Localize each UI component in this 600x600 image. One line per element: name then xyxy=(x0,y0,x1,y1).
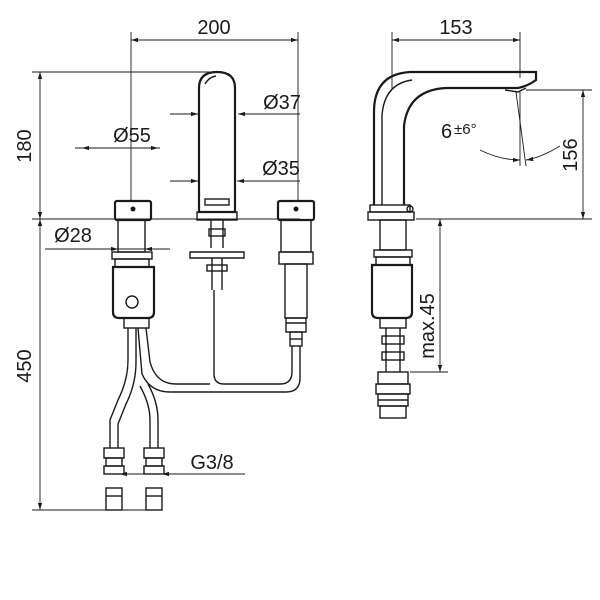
front-view: 200 180 450 Ø55 Ø28 Ø37 xyxy=(14,17,316,511)
height-above-label: 180 xyxy=(14,129,36,162)
body-diameter-label: Ø35 xyxy=(262,158,300,180)
dimension-body-diameter: Ø35 xyxy=(170,158,300,184)
dimension-spout-height: 156 xyxy=(560,90,586,219)
right-handle xyxy=(276,199,316,347)
front-extension-lines xyxy=(32,32,300,511)
dimension-spout-diameter: Ø37 xyxy=(170,92,301,117)
connection-thread-label: G3/8 xyxy=(190,452,233,474)
front-hoses xyxy=(109,290,301,448)
top-width-label: 200 xyxy=(197,17,230,39)
side-spout xyxy=(367,70,538,221)
dimension-tilt-angle: 6 ±6° xyxy=(441,91,561,167)
side-projection-label: 153 xyxy=(439,17,472,39)
dimension-hose-length: 450 xyxy=(14,219,43,510)
dimension-handle-diameter: Ø55 xyxy=(82,125,158,151)
dimension-connection-thread: G3/8 xyxy=(118,452,245,477)
dimension-height-above: 180 xyxy=(14,72,43,219)
dimension-shank-diameter: Ø28 xyxy=(45,225,170,252)
spout-height-label: 156 xyxy=(560,138,582,171)
handle-diameter-label: Ø55 xyxy=(113,125,151,147)
tilt-angle-tolerance: ±6° xyxy=(454,121,477,138)
dimension-side-projection: 153 xyxy=(392,17,520,43)
max-deck-label: max.45 xyxy=(417,293,439,359)
left-handle xyxy=(111,199,156,329)
side-view: 153 156 max.45 6 ±6° xyxy=(367,17,592,419)
side-body xyxy=(370,219,414,419)
tilt-angle-value: 6 xyxy=(441,121,452,143)
shank-diameter-label: Ø28 xyxy=(54,225,92,247)
spout-diameter-label: Ø37 xyxy=(263,92,301,114)
front-hose-fittings xyxy=(103,447,165,511)
dimension-top-width: 200 xyxy=(131,17,298,43)
central-spout xyxy=(189,70,245,290)
dimension-max-deck: max.45 xyxy=(417,219,443,372)
hose-length-label: 450 xyxy=(14,349,36,382)
